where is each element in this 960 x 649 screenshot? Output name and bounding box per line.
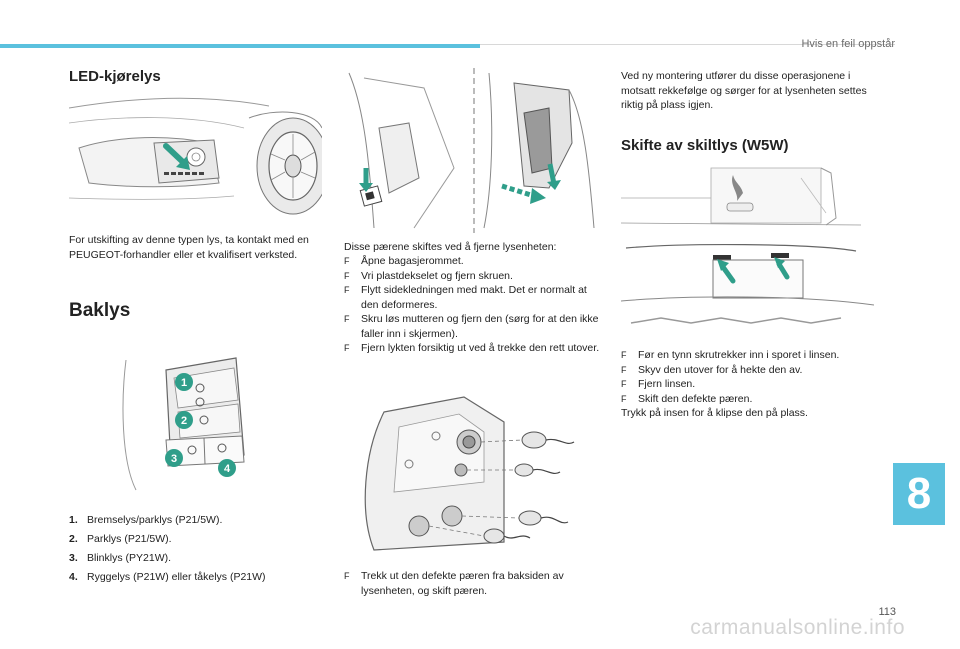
bullet-icon: F <box>344 270 350 281</box>
plate-light-illustration <box>621 163 874 335</box>
bullet-icon: F <box>344 571 350 581</box>
chapter-tab: 8 <box>893 463 945 525</box>
list-item: 2.Parklys (P21/5W). <box>69 533 172 545</box>
bullet-icon: F <box>344 314 350 324</box>
led-text: For utskifting av denne typen lys, ta ko… <box>69 234 309 261</box>
callout-2: 2 <box>181 415 187 427</box>
callout-1: 1 <box>181 377 187 389</box>
baklys-title: Baklys <box>69 300 131 321</box>
bullet-icon: F <box>344 343 350 353</box>
callout-4: 4 <box>224 463 231 475</box>
callout-3: 3 <box>171 453 177 465</box>
bullet-icon: F <box>621 393 627 404</box>
plate-after-text: Trykk på insen for å klipse den på plass… <box>621 407 808 419</box>
bulb-list: 1.Bremselys/parklys (P21/5W). 2.Parklys … <box>69 511 329 587</box>
list-item: 4.Ryggelys (P21W) eller tåkelys (P21W) <box>69 571 266 583</box>
bulb-holder-illustration <box>344 392 600 554</box>
list-item: 1.Bremselys/parklys (P21/5W). <box>69 514 223 526</box>
led-title: LED-kjørelys <box>69 68 161 85</box>
refit-text: Ved ny montering utfører du disse operas… <box>621 70 867 111</box>
page-number: 113 <box>878 606 896 618</box>
header-accent-bar <box>0 44 480 48</box>
trunk-illustration <box>344 68 600 233</box>
bullet-icon: F <box>344 256 350 266</box>
plate-title: Skifte av skiltlys (W5W) <box>621 137 789 154</box>
list-item: 3.Blinklys (PY21W). <box>69 552 172 564</box>
bullet-icon: F <box>621 364 627 375</box>
led-illustration <box>69 88 322 226</box>
removal-intro: Disse pærene skiftes ved å fjerne lysenh… <box>344 241 557 253</box>
tail-light-diagram: 1 2 3 4 <box>116 340 318 498</box>
watermark: carmanualsonline.info <box>690 616 905 639</box>
section-header: Hvis en feil oppstår <box>801 38 895 50</box>
bullet-icon: F <box>621 350 627 360</box>
bullet-icon: F <box>344 285 350 295</box>
header-rule <box>480 44 895 45</box>
bullet-icon: F <box>621 379 627 389</box>
